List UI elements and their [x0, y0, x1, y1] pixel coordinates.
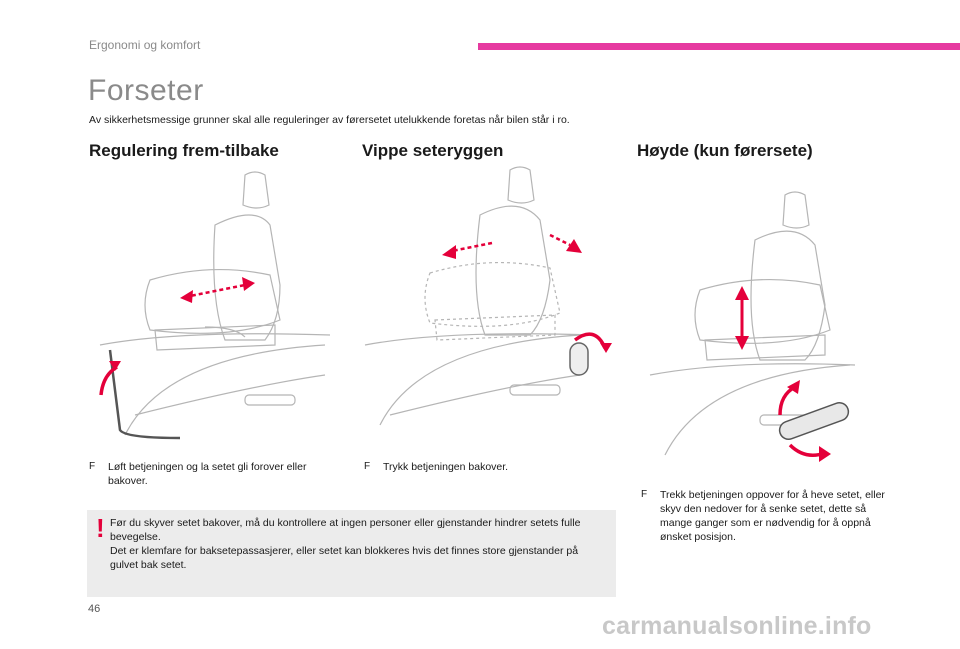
page-number: 46: [88, 603, 101, 615]
bullet-fore-aft: F Løft betjeningen og la setet gli forov…: [89, 460, 344, 488]
bullet-backrest: F Trykk betjeningen bakover.: [364, 460, 614, 474]
bullet-height-text: Trekk betjeningen oppover for å heve set…: [660, 489, 885, 543]
warning-icon: !: [96, 513, 105, 543]
warning-text: Før du skyver setet bakover, må du kontr…: [110, 516, 605, 572]
bullet-marker: F: [364, 461, 371, 472]
bullet-marker: F: [641, 489, 648, 500]
section-accent-bar: [478, 43, 960, 50]
watermark: carmanualsonline.info: [602, 612, 872, 640]
warning-line-2: Det er klemfare for baksetepassasjerer, …: [110, 545, 579, 571]
backrest-tilt-illustration: [364, 166, 612, 426]
seat-height-illustration: [649, 191, 856, 462]
warning-line-1: Før du skyver setet bakover, må du kontr…: [110, 517, 581, 543]
seat-fore-aft-illustration: [99, 171, 331, 440]
section-title: Ergonomi og komfort: [89, 38, 201, 52]
intro-text: Av sikkerhetsmessige grunner skal alle r…: [89, 114, 570, 126]
column-heading-backrest: Vippe seteryggen: [362, 141, 504, 160]
column-heading-fore-aft: Regulering frem-tilbake: [89, 141, 279, 160]
column-heading-height: Høyde (kun førersete): [637, 141, 813, 160]
page-title: Forseter: [88, 74, 204, 107]
bullet-marker: F: [89, 461, 96, 472]
bullet-fore-aft-text: Løft betjeningen og la setet gli forover…: [108, 461, 307, 487]
bullet-height: F Trekk betjeningen oppover for å heve s…: [641, 488, 891, 544]
warning-box: ! Før du skyver setet bakover, må du kon…: [87, 510, 616, 597]
bullet-backrest-text: Trykk betjeningen bakover.: [383, 461, 509, 473]
